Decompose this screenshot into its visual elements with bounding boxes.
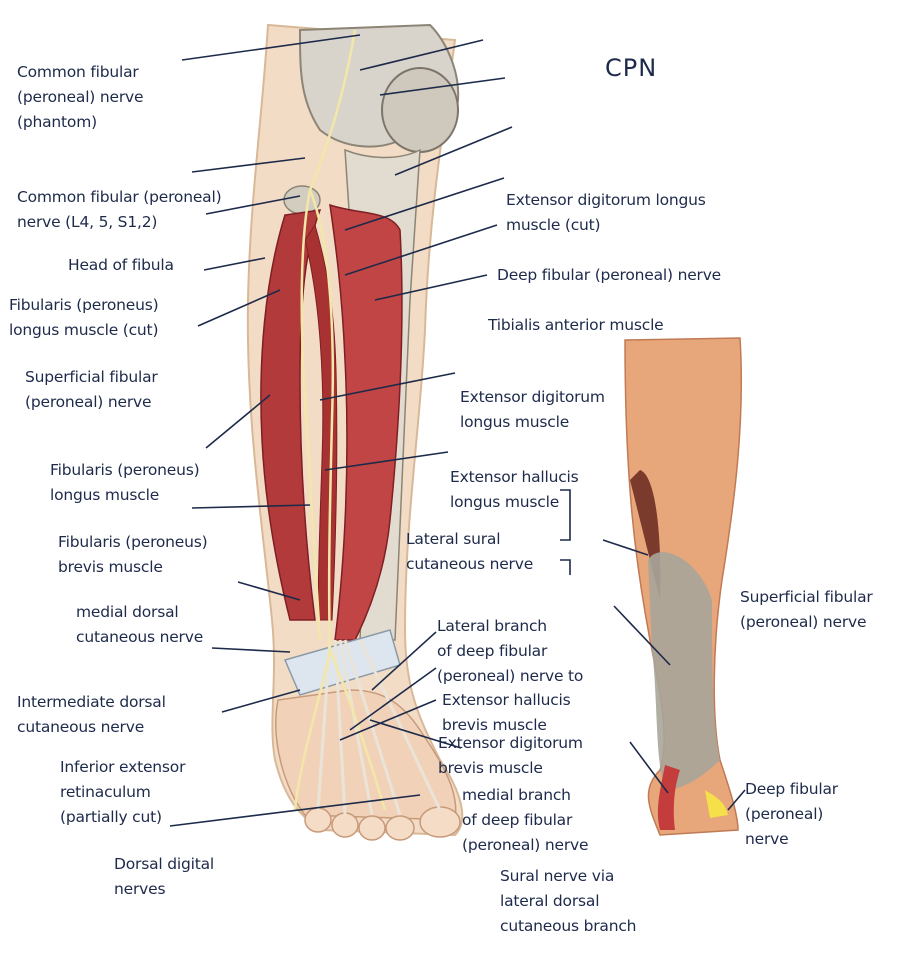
diagram-title: CPN (605, 54, 657, 82)
main-leg-illustration (248, 25, 462, 840)
label-deep-fibular-right: Deep fibular(peroneal)nerve (745, 727, 838, 877)
label-superficial-fibular-right: Superficial fibular(peroneal) nerve (740, 535, 873, 660)
patella (382, 68, 458, 152)
cutaneous-distribution-leg (625, 338, 741, 835)
